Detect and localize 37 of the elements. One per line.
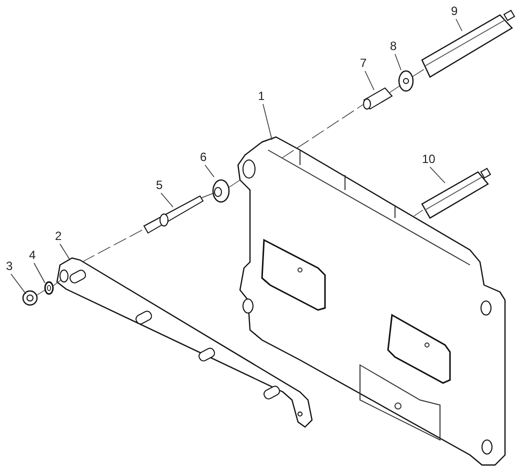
spacer-drawing: [363, 87, 393, 110]
callout-number: 2: [55, 230, 62, 243]
leader-line: [394, 54, 402, 70]
callout-number: 4: [29, 249, 36, 262]
center-line: [388, 84, 402, 94]
center-line: [412, 68, 426, 78]
center-line: [282, 104, 364, 158]
leader-line: [430, 166, 446, 184]
center-line: [414, 210, 424, 216]
leader-line: [10, 274, 26, 294]
center-line: [200, 192, 214, 198]
callout-number: 9: [451, 5, 458, 18]
callout-number: 6: [200, 151, 207, 164]
leader-line: [34, 262, 46, 284]
center-line: [52, 280, 62, 286]
leader-line: [364, 70, 374, 90]
leader-line: [160, 192, 174, 208]
center-line: [82, 228, 146, 262]
washer-drawing: [398, 70, 414, 92]
leader-line: [60, 244, 70, 260]
callout-number: 1: [258, 90, 265, 103]
bracket-drawing: [56, 257, 313, 428]
grommet-drawing: [212, 179, 230, 203]
stud-drawing: [143, 195, 204, 234]
callout-number: 5: [156, 179, 163, 192]
callout-number: 8: [390, 40, 397, 53]
callout-number: 3: [6, 260, 13, 273]
standoff-drawing: [421, 168, 492, 219]
callout-number: 10: [422, 153, 436, 166]
control-module-drawing: [237, 136, 506, 466]
leader-line: [204, 164, 214, 178]
center-line: [36, 290, 46, 296]
callout-number: 7: [360, 57, 367, 70]
leader-line: [262, 104, 272, 140]
leader-line: [456, 18, 462, 32]
nut-drawing: [22, 290, 38, 306]
washer-drawing: [44, 281, 54, 295]
